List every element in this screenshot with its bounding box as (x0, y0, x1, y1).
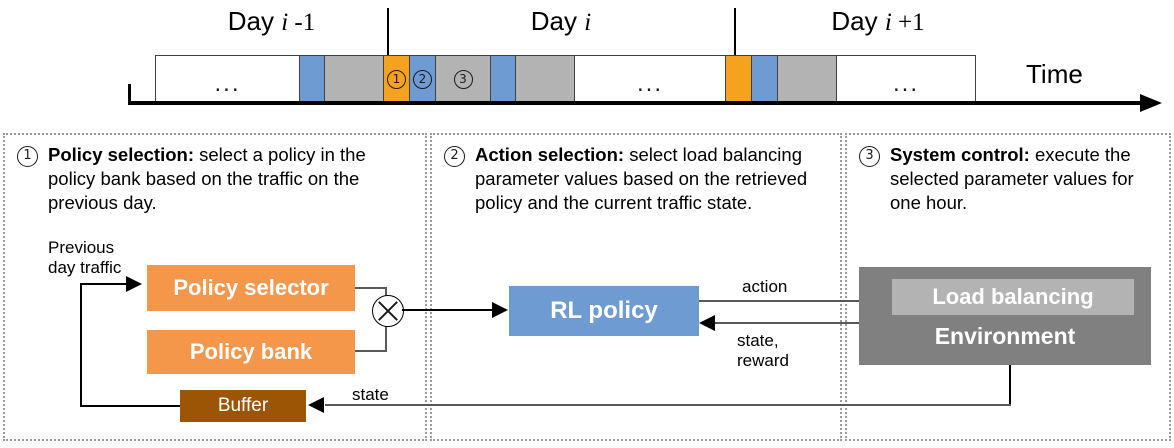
panel-2-text: Action selection: select load balancing … (475, 143, 826, 215)
panel-3-body: execute the selected parameter values fo… (890, 144, 1134, 213)
buffer-feedback-line-vertical (80, 283, 82, 407)
timeline-block-6 (490, 55, 516, 103)
panel-3-text: System control: execute the selected par… (890, 143, 1155, 215)
panel-1-number-icon: 1 (17, 146, 38, 167)
day-label-previous: Day i -1 (155, 6, 388, 38)
buffer-feedback-line-top (80, 283, 128, 285)
panel-1-title: Policy selection: (48, 144, 194, 165)
panel-3-title: System control: (890, 144, 1030, 165)
time-axis-arrow-icon (1140, 94, 1162, 112)
previous-day-traffic-label: Previous day traffic (48, 238, 122, 277)
panel-2-number-icon: 2 (444, 146, 465, 167)
load-balancing-box: Load balancing (892, 279, 1134, 315)
env-to-buffer-vertical-line (1009, 365, 1011, 406)
mult-to-rl-policy-line (402, 309, 493, 311)
env-to-buffer-horizontal-line (325, 404, 1011, 406)
panel-1-text: Policy selection: select a policy in the… (48, 143, 409, 215)
day-label-current-text: Day i (530, 6, 592, 36)
policy-bank-to-mult-line (355, 350, 387, 352)
policy-selector-to-mult-line (355, 287, 387, 289)
day-label-current: Day i (388, 6, 734, 38)
timeline-block-2 (324, 55, 384, 103)
panel-3-header: 3 System control: execute the selected p… (859, 143, 1155, 215)
day-label-next: Day i +1 (734, 6, 1022, 38)
day-label-previous-text: Day i -1 (227, 6, 316, 36)
multiply-operator-icon (372, 295, 404, 327)
state-reward-label: state, reward (737, 331, 789, 370)
timeline-step-number-1: 1 (387, 69, 406, 89)
timeline-block-3: 1 (383, 55, 410, 103)
panel-2-title: Action selection: (475, 144, 625, 165)
time-axis-tail (128, 84, 131, 104)
timeline-block-11 (777, 55, 837, 103)
action-line (699, 300, 859, 302)
timeline-block-10 (751, 55, 778, 103)
timeline-ellipsis: ... (892, 70, 919, 97)
action-label: action (742, 277, 788, 296)
panel-3-number-icon: 3 (859, 146, 880, 167)
day-label-next-text: Day i +1 (831, 6, 925, 36)
timeline-block-4: 2 (409, 55, 436, 103)
timeline-block-1 (299, 55, 325, 103)
timeline-block-8: ... (574, 55, 726, 103)
timeline-ellipsis: ... (214, 70, 241, 97)
timeline-step-number-3: 3 (453, 69, 473, 89)
timeline-block-5: 3 (435, 55, 491, 103)
timeline-block-12: ... (836, 55, 976, 103)
state-reward-line (715, 322, 859, 324)
timeline-block-0: ... (155, 55, 300, 103)
timeline-step-number-2: 2 (413, 69, 432, 89)
policy-bank-box: Policy bank (147, 330, 355, 374)
panel-2-header: 2 Action selection: select load balancin… (444, 143, 826, 215)
timeline-ellipsis: ... (636, 70, 663, 97)
buffer-box: Buffer (180, 390, 306, 422)
environment-box: Load balancing Environment (859, 267, 1151, 365)
buffer-input-arrow-icon (308, 397, 324, 413)
panel-2-body: select load balancing parameter values b… (475, 144, 808, 213)
rl-policy-feedback-arrow-icon (699, 315, 715, 331)
buffer-feedback-line-bottom (80, 405, 180, 407)
timeline-block-9 (725, 55, 752, 103)
rl-policy-input-arrow-icon (492, 302, 508, 318)
policy-selector-box: Policy selector (147, 265, 355, 311)
panel-action-selection: 2 Action selection: select load balancin… (430, 133, 842, 441)
panel-1-header: 1 Policy selection: select a policy in t… (17, 143, 409, 215)
environment-label: Environment (934, 323, 1076, 349)
time-axis-label: Time (1026, 59, 1083, 89)
policy-selector-input-arrow-icon (126, 276, 142, 292)
rl-policy-box: RL policy (509, 286, 699, 336)
state-label-bottom: state (352, 385, 389, 404)
timeline-block-7 (515, 55, 575, 103)
panel-1-body: select a policy in the policy bank based… (48, 144, 366, 213)
time-axis (128, 101, 1142, 105)
